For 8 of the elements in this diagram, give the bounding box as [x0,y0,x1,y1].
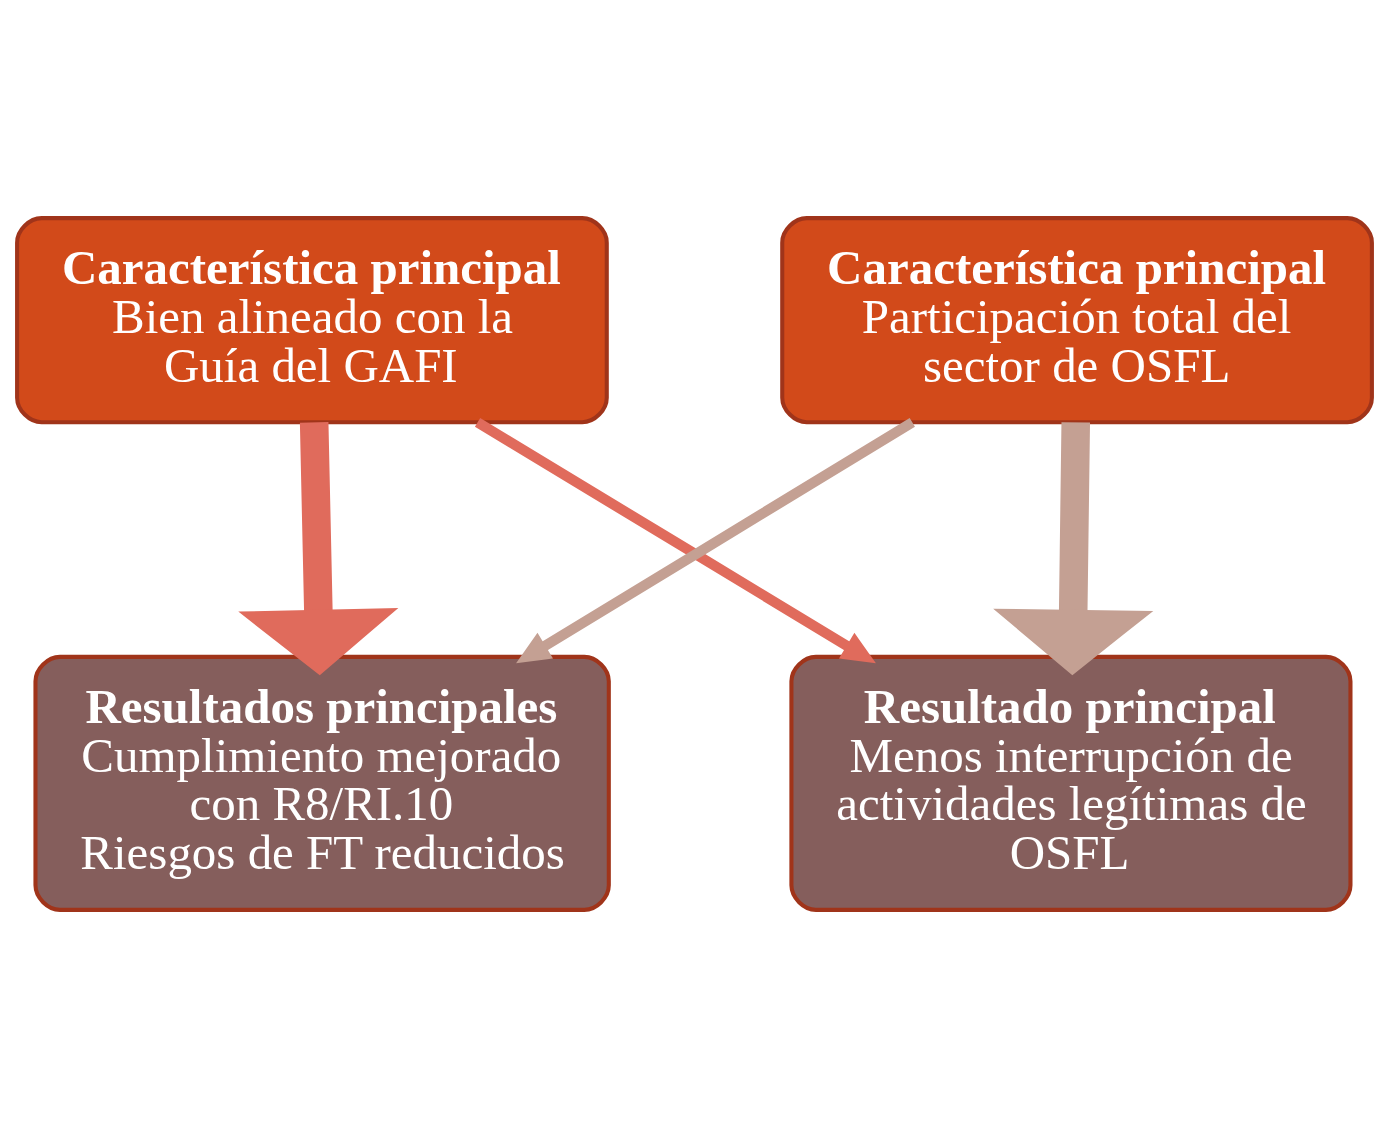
node-box: Característica principal Bien alineado con la Guía del GAFI [15,215,609,424]
node-box: Resultados principales Cumplimiento mejorado con R8/RI.10 Riesgos de FT reducidos [33,654,611,912]
arrow [238,421,399,675]
node-box: Característica principal Participación total del sector de OSFL [780,215,1374,424]
arrow [993,421,1154,675]
node-box: Resultado principal Menos interrupción de actividades legítimas de OSFL [789,654,1353,912]
arrow [516,417,915,663]
arrow [474,417,876,663]
